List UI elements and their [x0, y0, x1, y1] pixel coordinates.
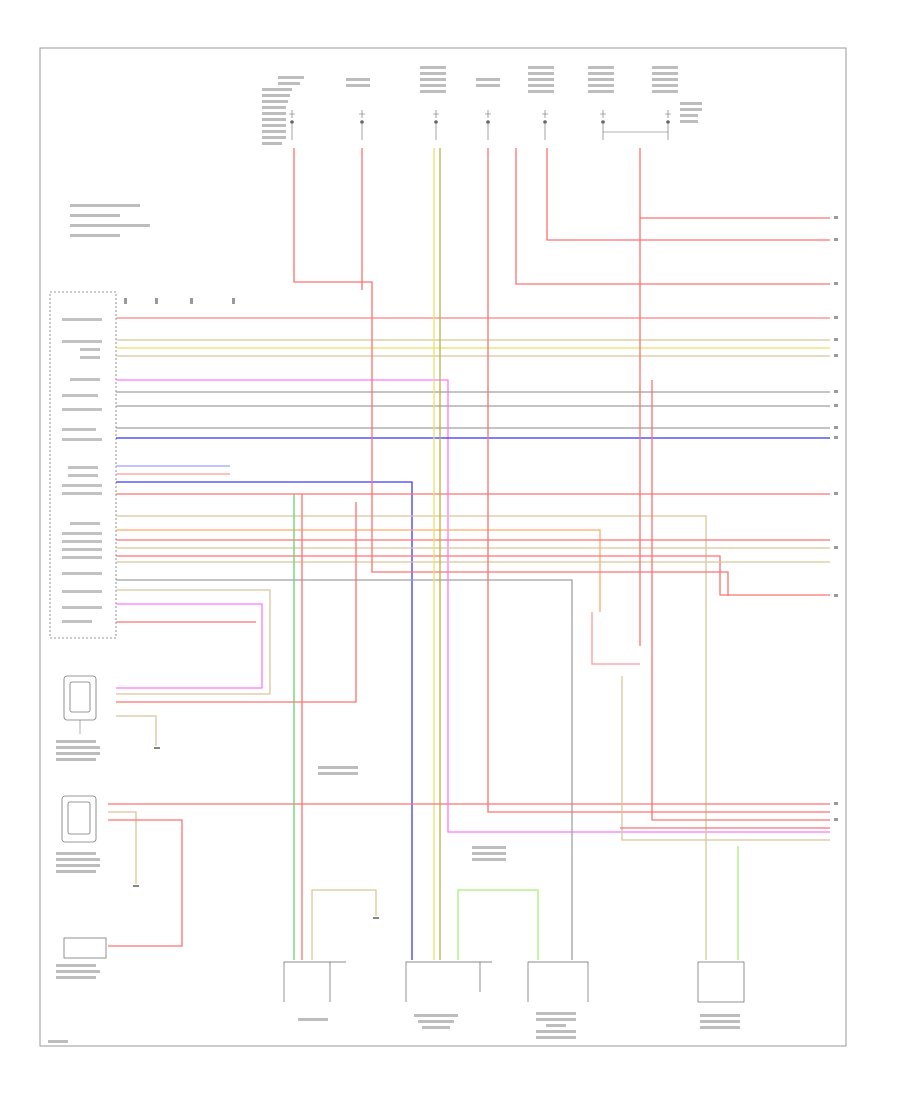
- wire-blue: [116, 481, 413, 960]
- pin-columns: [124, 298, 235, 304]
- fuse-symbol: [433, 110, 439, 140]
- top-label-marks: [70, 66, 702, 237]
- wire-orange: [116, 529, 601, 612]
- component-inner: [69, 681, 91, 713]
- wire-tan: [116, 715, 157, 746]
- connector-1: [283, 961, 346, 1002]
- wire-layer: [108, 148, 830, 960]
- fuse-symbol: [542, 110, 548, 140]
- fuse-symbol: [665, 110, 671, 140]
- wire-red: [546, 148, 830, 241]
- top-fuse-group: [289, 110, 671, 140]
- component-body: [63, 937, 107, 959]
- connector-2: [405, 961, 492, 1002]
- wire-red: [293, 148, 729, 596]
- wire-red: [487, 148, 830, 813]
- wire-red: [108, 819, 183, 947]
- connector-4: [697, 961, 745, 1003]
- wire-red: [651, 380, 830, 821]
- left-component-1: [63, 675, 97, 734]
- wire-red: [116, 502, 357, 703]
- wire-red: [639, 148, 830, 219]
- control-module-outline: [49, 291, 117, 639]
- diagram-frame: [39, 47, 847, 1047]
- left-component-2: [61, 795, 97, 843]
- fuse-symbol: [600, 110, 606, 140]
- left-component-3: [63, 937, 107, 959]
- wire-lightgreen: [457, 889, 539, 960]
- wire-red: [515, 148, 830, 285]
- fuse-symbol: [359, 110, 365, 140]
- wire-pink: [591, 612, 640, 665]
- wire-magenta: [116, 603, 263, 689]
- wire-tan: [116, 515, 707, 960]
- wire-tan: [311, 889, 377, 960]
- wire-magenta: [116, 379, 830, 833]
- fuse-symbol: [485, 110, 491, 140]
- component-inner: [67, 801, 91, 835]
- ground-symbols: [133, 747, 379, 919]
- connector-3: [527, 961, 589, 1002]
- wire-end-markers: [834, 216, 838, 821]
- bottom-label-marks: [48, 740, 740, 1043]
- wire-red: [116, 555, 830, 596]
- module-row-labels: [62, 318, 102, 623]
- wire-tan: [108, 811, 137, 884]
- bottom-connectors: [283, 961, 745, 1003]
- fuse-symbol: [289, 110, 295, 140]
- wire-tan: [621, 676, 830, 841]
- wire-gray: [116, 579, 573, 960]
- wire-tan: [116, 589, 271, 695]
